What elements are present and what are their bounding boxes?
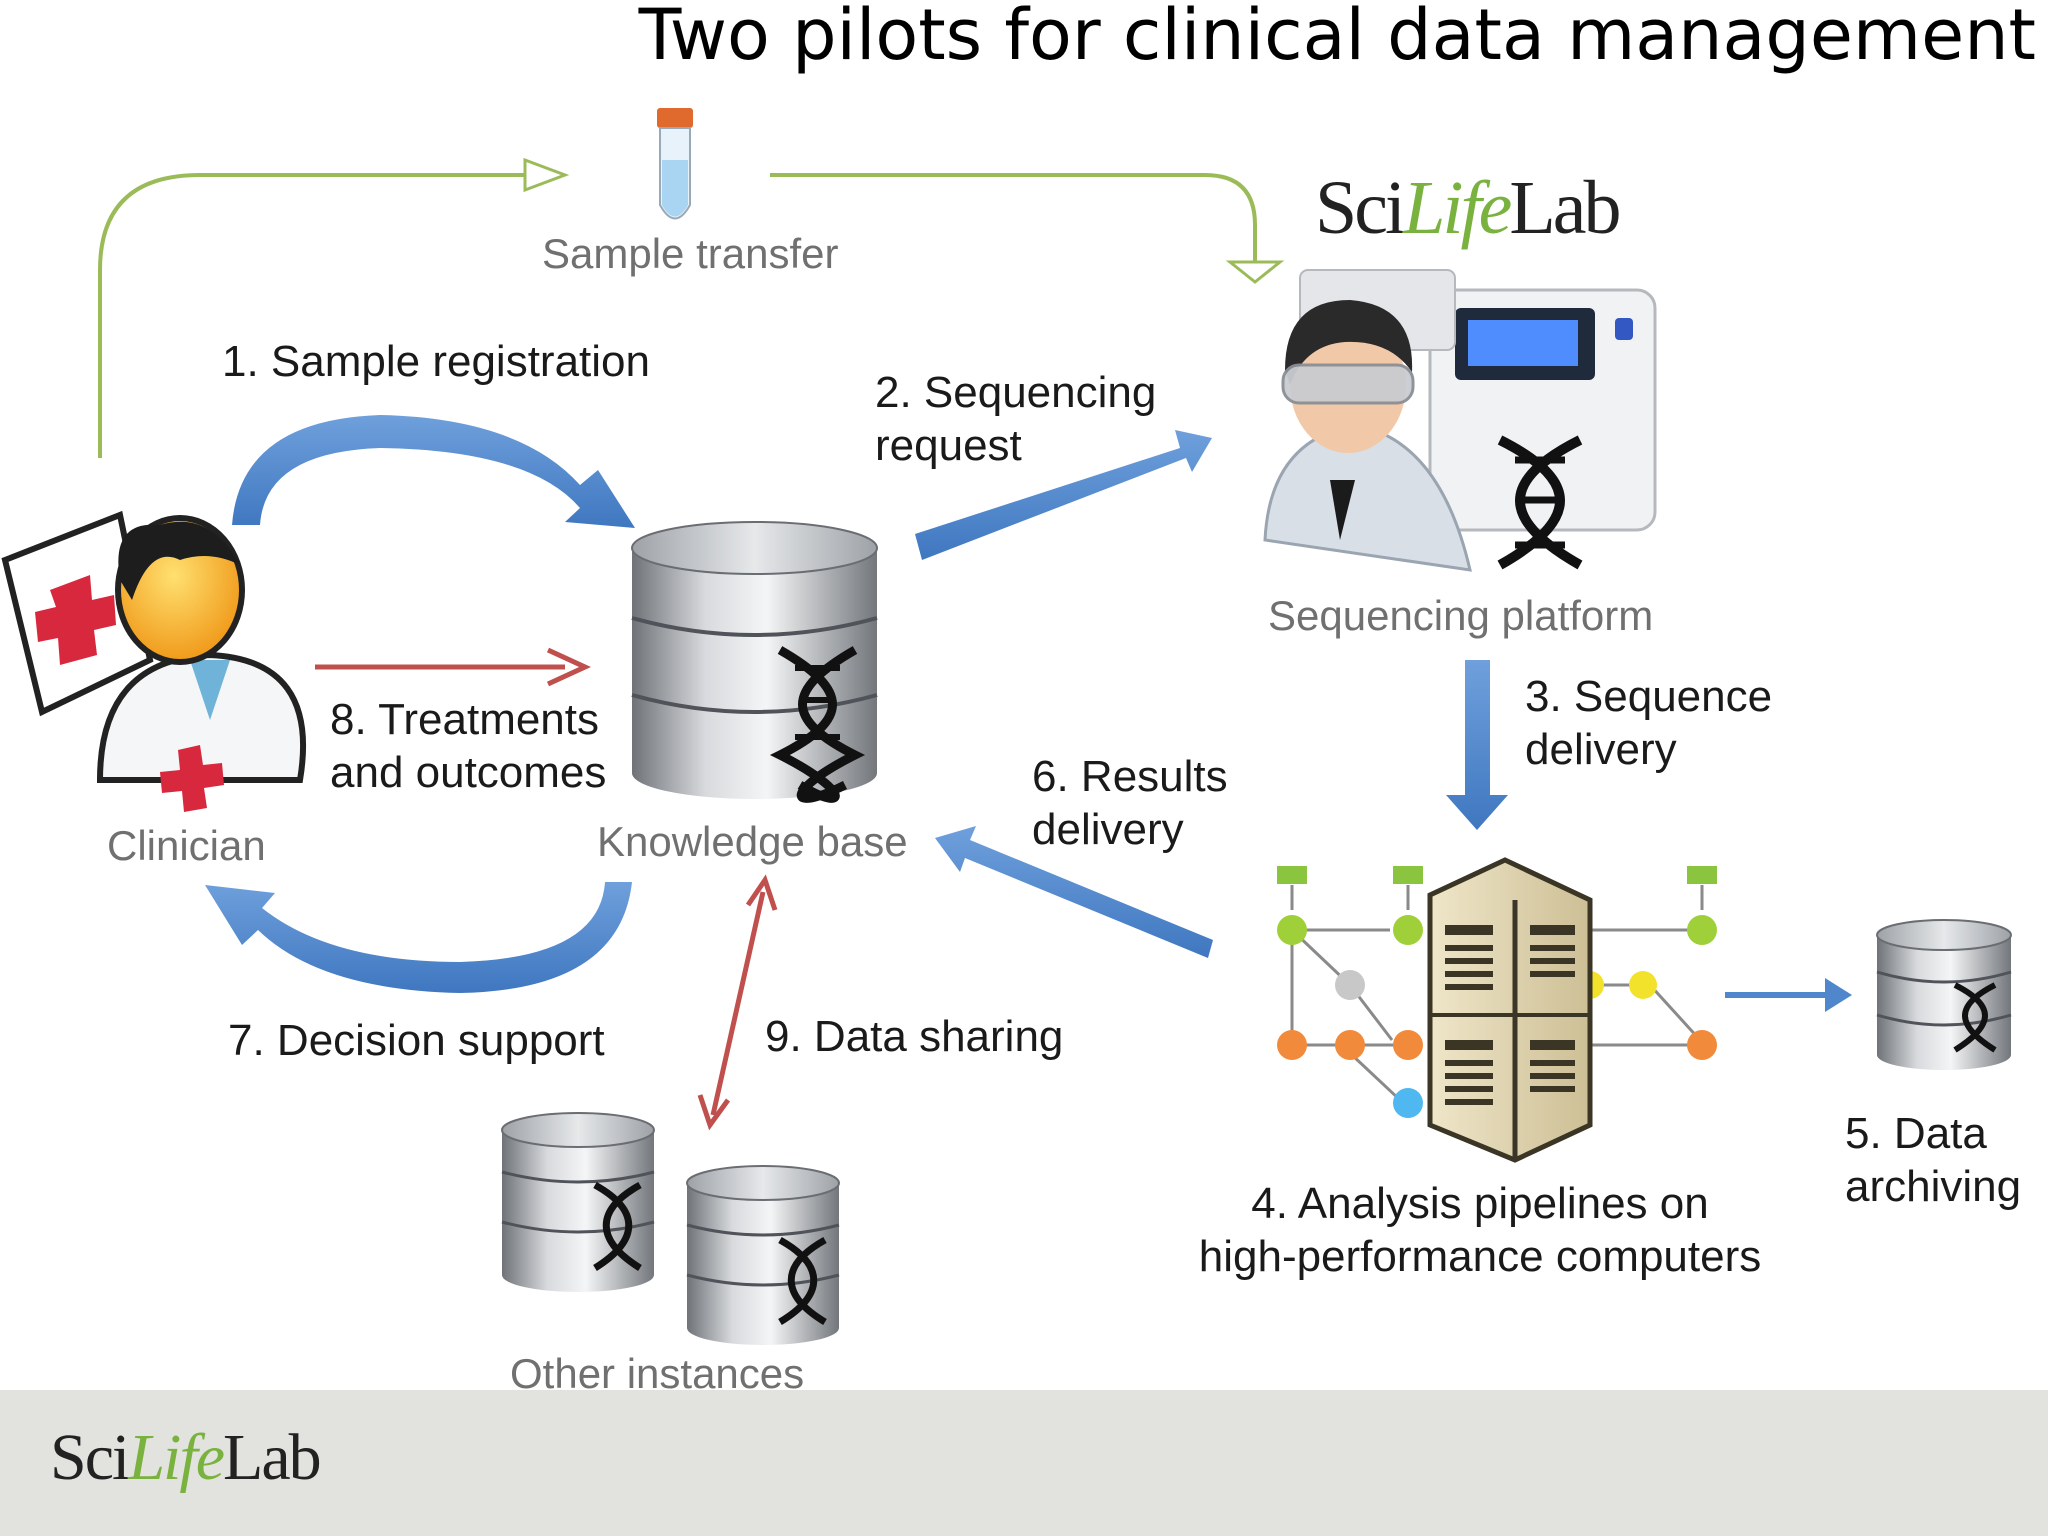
- step-4-label: 4. Analysis pipelines on high-performanc…: [1185, 1177, 1775, 1283]
- step-6-line-2: delivery: [1032, 805, 1184, 854]
- step-6-label: 6. Results delivery: [1032, 750, 1228, 856]
- dna-helix-icon: [769, 646, 866, 803]
- step-7-label: 7. Decision support: [228, 1016, 605, 1065]
- scilifelab-logo-top: SciLifeLab: [1315, 166, 1623, 250]
- knowledge-base-label: Knowledge base: [597, 818, 908, 865]
- footer-bar: SciLifeLab: [0, 1390, 2048, 1536]
- step-9-label: 9. Data sharing: [765, 1012, 1064, 1061]
- logo-sci: Sci: [50, 1421, 130, 1494]
- step-5-label: 5. Data archiving: [1845, 1107, 2021, 1213]
- scientist-icon: [1263, 300, 1472, 572]
- sequencing-platform-label: Sequencing platform: [1268, 592, 1654, 639]
- arrow-sequencing-request: [915, 430, 1212, 560]
- arrow-treatments-outcomes: [315, 647, 591, 687]
- step-3-label: 3. Sequence delivery: [1525, 670, 1772, 776]
- step-5-line-1: 5. Data: [1845, 1109, 1987, 1158]
- pipeline-graph-icon: [1277, 866, 1717, 1118]
- logo-lab: Lab: [223, 1421, 322, 1494]
- step-3-line-1: 3. Sequence: [1525, 672, 1773, 721]
- step-2-line-1: 2. Sequencing: [875, 368, 1157, 417]
- step-5-line-2: archiving: [1845, 1162, 2022, 1211]
- page-title: Two pilots for clinical data management: [638, 0, 2036, 76]
- other-instance-database-icon: [501, 1112, 655, 1292]
- sequencer-dna-icon: [1497, 435, 1583, 570]
- archive-database-icon: [1876, 919, 2012, 1070]
- other-instances-label: Other instances: [510, 1350, 805, 1397]
- step-6-line-1: 6. Results: [1032, 752, 1228, 801]
- step-4-line-1: 4. Analysis pipelines on: [1251, 1179, 1709, 1228]
- svg-text:SciLifeLab: SciLifeLab: [1315, 166, 1620, 250]
- step-3-line-2: delivery: [1525, 725, 1677, 774]
- arrow-decision-support: [205, 882, 632, 993]
- clinician-label: Clinician: [107, 822, 266, 869]
- sequencer-machine-icon: [1299, 269, 1657, 532]
- clinician-icon: [1, 510, 307, 812]
- arrow-sequence-delivery: [1446, 660, 1508, 830]
- other-instance-database-icon: [686, 1165, 840, 1345]
- step-8-label: 8. Treatments and outcomes: [330, 693, 606, 799]
- sample-transfer-label: Sample transfer: [542, 230, 839, 277]
- arrow-data-sharing: [697, 874, 778, 1131]
- step-8-line-2: and outcomes: [330, 748, 607, 797]
- arrow-sample-registration: [232, 415, 635, 528]
- step-1-label: 1. Sample registration: [222, 337, 650, 386]
- step-8-line-1: 8. Treatments: [330, 695, 600, 744]
- test-tube-icon: [657, 108, 693, 220]
- scilifelab-logo-footer: SciLifeLab: [50, 1420, 322, 1496]
- arrow-data-archiving: [1725, 978, 1852, 1012]
- hpc-server-icon: [1427, 857, 1593, 1163]
- step-2-line-2: request: [875, 421, 1022, 470]
- arrow-results-delivery: [935, 826, 1213, 958]
- sample-transfer-arrow-right: [770, 173, 1285, 284]
- step-2-label: 2. Sequencing request: [875, 366, 1156, 472]
- sample-transfer-arrow-left: [98, 157, 570, 458]
- logo-life: Life: [128, 1421, 225, 1494]
- step-4-line-2: high-performance computers: [1198, 1232, 1762, 1281]
